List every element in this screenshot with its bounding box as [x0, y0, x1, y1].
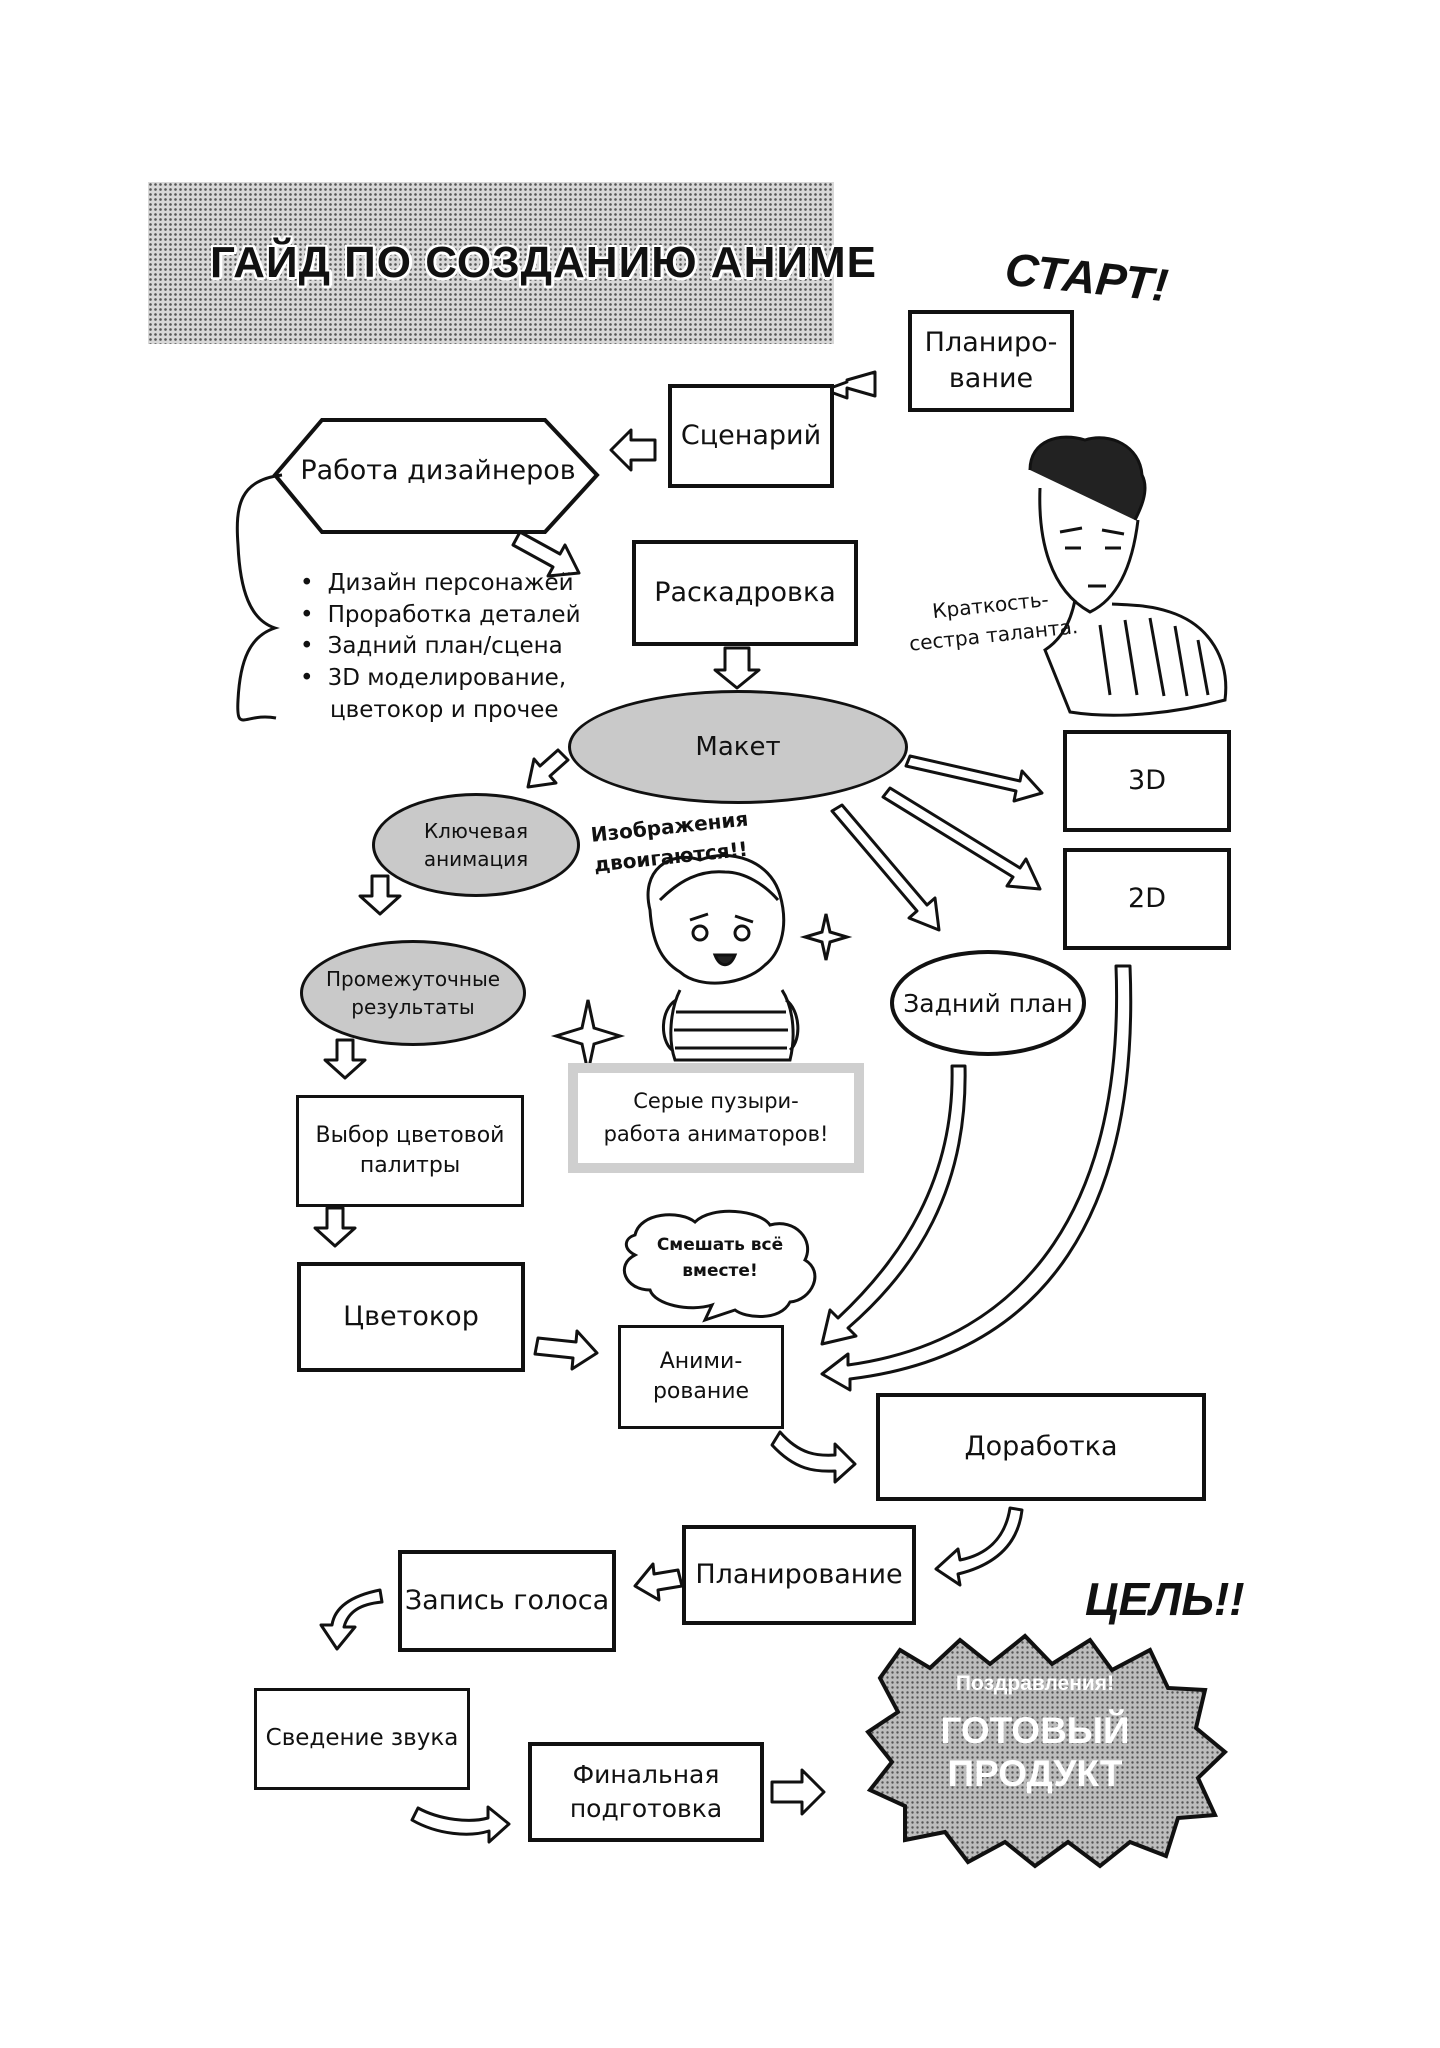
node-coloring: Цветокор [297, 1262, 525, 1372]
arrow-planning-to-scenario [823, 370, 877, 400]
node-palette: Выбор цветовой палитры [296, 1095, 524, 1207]
node-background: Задний план [890, 950, 1086, 1056]
page-title: ГАЙД ПО СОЗДАНИЮ АНИМЕ [210, 238, 877, 287]
sparkle-icon [550, 999, 626, 1073]
node-storyboard: Раскадровка [632, 540, 858, 646]
goal-starburst [865, 1633, 1229, 1869]
sparkle-icon [799, 913, 853, 961]
designer-task: Задний план/сцена [300, 631, 581, 663]
designer-task-list: Дизайн персонажей Проработка деталей Зад… [300, 568, 581, 727]
node-animation: Аними- рование [618, 1325, 784, 1429]
designer-task: Проработка деталей [300, 600, 581, 632]
arrow-layout-to-2d [881, 786, 1042, 891]
node-voice: Запись голоса [398, 1550, 616, 1652]
arrow-layout-to-3d [904, 754, 1044, 803]
arrow-layout-to-background [830, 803, 941, 932]
designers-brace [235, 473, 283, 722]
designer-task: 3D моделирование, [300, 663, 581, 695]
child-illustration [646, 854, 800, 1062]
arrow-palette-to-coloring [313, 1206, 357, 1248]
designer-task: цветокор и прочее [330, 696, 559, 723]
goal-label: ЦЕЛЬ!! [1085, 1573, 1245, 1625]
node-planning-bottom: Планирование [682, 1525, 916, 1625]
node-key-animation: Ключевая анимация [372, 793, 580, 897]
node-sound-mix: Сведение звука [254, 1688, 470, 1790]
arrow-2d-to-animation [820, 964, 1133, 1392]
arrow-animation-to-refinement [770, 1430, 857, 1484]
arrow-sound-to-final [410, 1805, 511, 1844]
arrow-refinement-to-planning [934, 1506, 1024, 1587]
goal-product: ГОТОВЫЙ ПРОДУКТ [940, 1710, 1130, 1794]
arrow-final-to-goal [770, 1768, 826, 1816]
arrow-key-to-intermediate [358, 874, 402, 916]
arrow-scenario-to-designers [609, 428, 657, 472]
man-illustration [1028, 435, 1228, 717]
goal-text: Поздравления! ГОТОВЫЙ ПРОДУКТ [860, 1672, 1210, 1795]
arrow-coloring-to-animation [533, 1329, 599, 1371]
node-scenario: Сценарий [668, 384, 834, 488]
designer-task: Дизайн персонажей [300, 568, 581, 600]
goal-congrats: Поздравления! [955, 1672, 1115, 1695]
node-planning-top: Планиро- вание [908, 310, 1074, 412]
node-final-prep: Финальная подготовка [528, 1742, 764, 1842]
title-band [148, 182, 834, 344]
arrow-intermediate-to-palette [323, 1038, 367, 1080]
speech-mix-all: Смешать всё вместе! [656, 1235, 784, 1281]
node-2d: 2D [1063, 848, 1231, 950]
node-3d: 3D [1063, 730, 1231, 832]
arrow-storyboard-to-layout [713, 646, 761, 690]
node-layout: Макет [568, 690, 908, 804]
arrow-background-to-animation [820, 1064, 967, 1346]
node-intermediate: Промежуточные результаты [300, 940, 526, 1046]
speech-cloud [622, 1209, 817, 1323]
designers-hexagon [272, 418, 600, 534]
node-designers: Работа дизайнеров [300, 455, 576, 486]
note-grey-bubbles: Серые пузыри- работа аниматоров! [568, 1063, 864, 1173]
arrow-planning-to-voice [633, 1562, 684, 1602]
arrow-voice-to-sound [319, 1588, 384, 1651]
node-refinement: Доработка [876, 1393, 1206, 1501]
arrow-layout-to-key [526, 748, 570, 789]
